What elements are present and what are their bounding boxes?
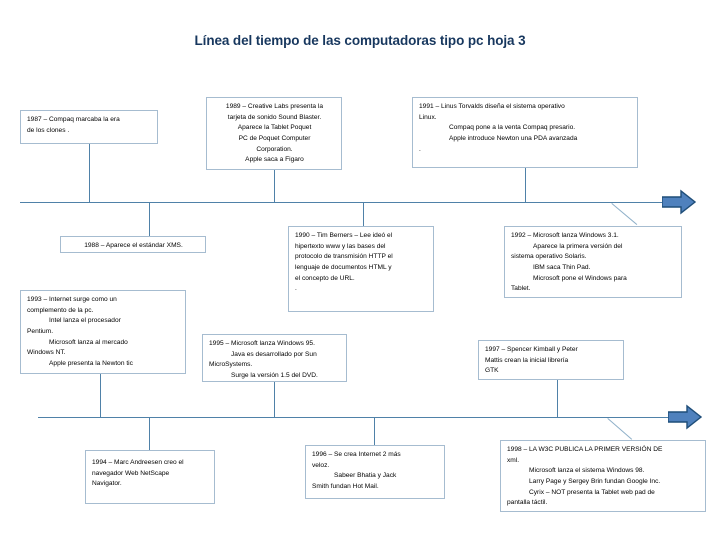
event-line: Aparece la Tablet Poquet — [237, 124, 312, 132]
event-line: Apple saca a Figaro — [245, 156, 304, 164]
event-box-1998[interactable]: 1998 – LA W3C PUBLICA LA PRIMER VERSIÓN … — [500, 440, 706, 512]
event-line: Corporation. — [256, 145, 293, 153]
event-line: Intel lanza el procesador — [49, 317, 121, 325]
event-line: Microsoft lanza al mercado — [49, 338, 128, 346]
event-box-1988[interactable]: 1988 – Aparece el estándar XMS. — [60, 236, 206, 253]
event-line: Cyrix – NOT presenta la Tablet web pad d… — [529, 488, 655, 496]
event-box-1989[interactable]: 1989 – Creative Labs presenta la tarjeta… — [206, 97, 342, 170]
connector-1992 — [611, 203, 638, 225]
event-line: . — [295, 285, 297, 293]
event-line: Smith fundan Hot Mail. — [312, 483, 379, 491]
event-line: Windows NT. — [27, 349, 66, 357]
event-line: Apple presenta la Newton tic — [49, 360, 133, 368]
event-line: veloz. — [312, 461, 330, 469]
event-box-1995[interactable]: 1995 – Microsoft lanza Windows 95. Java … — [202, 334, 347, 382]
event-line: 1994 – Marc Andreesen creo el — [92, 459, 184, 466]
timeline-axis-row-2 — [38, 417, 671, 418]
event-line: 1992 – Microsoft lanza Windows 3.1. — [511, 232, 619, 239]
event-line: PC de Poquet Computer — [238, 135, 311, 143]
event-box-1991[interactable]: 1991 – Linus Torvalds diseña el sistema … — [412, 97, 638, 168]
event-box-1993[interactable]: 1993 – Internet surge como un complement… — [20, 290, 186, 374]
timeline-axis-row-1 — [20, 202, 665, 203]
connector-1998 — [607, 418, 633, 440]
event-line: navegador Web NetScape — [92, 469, 170, 477]
connector-1993 — [100, 374, 101, 417]
event-box-1996[interactable]: 1996 – Se crea Internet 2 más veloz. Sab… — [305, 445, 445, 499]
event-box-1992[interactable]: 1992 – Microsoft lanza Windows 3.1. Apar… — [504, 226, 682, 298]
event-line: 1990 – Tim Berners – Lee ideó el — [295, 232, 393, 239]
event-line: 1991 – Linus Torvalds diseña el sistema … — [419, 103, 565, 110]
event-line: pantalla táctil. — [507, 499, 548, 507]
event-line: Microsoft lanza el sistema Windows 98. — [529, 467, 645, 475]
event-line: Mattis crean la inicial librería — [485, 356, 569, 364]
event-line: Tablet. — [511, 285, 531, 293]
event-line: Navigator. — [92, 480, 122, 488]
event-line: sistema operativo Solaris. — [511, 253, 587, 261]
event-line: Surge la versión 1.5 del DVD. — [231, 372, 318, 380]
connector-1997 — [557, 380, 558, 417]
event-line: 1997 – Spencer Kimball y Peter — [485, 346, 578, 353]
event-line: tarjeta de sonido Sound Blaster. — [227, 113, 322, 121]
event-box-1994[interactable]: 1994 – Marc Andreesen creo el navegador … — [85, 450, 215, 504]
event-line: Apple introduce Newton una PDA avanzada — [449, 135, 578, 143]
event-line: Compaq pone a la venta Compaq presario. — [449, 124, 576, 132]
event-line: Aparece la primera versión del — [533, 242, 623, 250]
event-line: Sabeer Bhatia y Jack — [334, 472, 397, 480]
event-line: 1993 – Internet surge como un — [27, 296, 117, 303]
connector-1989 — [274, 170, 275, 202]
event-line: hipertexto www y las bases del — [295, 242, 386, 250]
event-line: IBM saca Thin Pad. — [533, 264, 591, 272]
event-line: 1988 – Aparece el estándar XMS. — [84, 242, 183, 249]
connector-1996 — [374, 417, 375, 445]
event-line: 1998 – LA W3C PUBLICA LA PRIMER VERSIÓN … — [507, 446, 663, 453]
event-line: 1989 – Creative Labs presenta la — [225, 103, 324, 110]
event-box-1990[interactable]: 1990 – Tim Berners – Lee ideó el hiperte… — [288, 226, 434, 312]
connector-1987 — [89, 144, 90, 202]
event-line: xml. — [507, 456, 520, 464]
event-box-1997[interactable]: 1997 – Spencer Kimball y Peter Mattis cr… — [478, 340, 624, 380]
event-line: Microsoft pone el Windows para — [533, 274, 627, 282]
event-line: 1996 – Se crea Internet 2 más — [312, 451, 401, 458]
timeline-arrow-right-row-1 — [662, 189, 696, 215]
connector-1990 — [363, 202, 364, 226]
event-line: Linux. — [419, 113, 437, 121]
timeline-arrow-right-row-2 — [668, 404, 702, 430]
connector-1988 — [149, 202, 150, 236]
event-line: Pentium. — [27, 328, 54, 336]
event-box-1987[interactable]: 1987 – Compaq marcaba la era de los clon… — [20, 110, 158, 144]
event-line: 1987 – Compaq marcaba la era — [27, 116, 120, 123]
event-line: GTK — [485, 367, 499, 375]
event-line: 1995 – Microsoft lanza Windows 95. — [209, 340, 315, 347]
event-line: lenguaje de documentos HTML y — [295, 264, 392, 272]
event-line: MicroSystems. — [209, 361, 253, 369]
event-line: de los clones . — [27, 126, 70, 134]
event-line: Larry Page y Sergey Brin fundan Google I… — [529, 478, 661, 486]
connector-1994 — [149, 417, 150, 450]
event-line: protocolo de transmisión HTTP el — [295, 253, 393, 261]
event-line: . — [419, 145, 421, 153]
connector-1995 — [274, 382, 275, 417]
event-line: complemento de la pc. — [27, 306, 94, 314]
connector-1991 — [525, 168, 526, 202]
event-line: el concepto de URL. — [295, 274, 355, 282]
page-title: Línea del tiempo de las computadoras tip… — [194, 33, 526, 48]
event-line: Java es desarrollado por Sun — [231, 350, 317, 358]
